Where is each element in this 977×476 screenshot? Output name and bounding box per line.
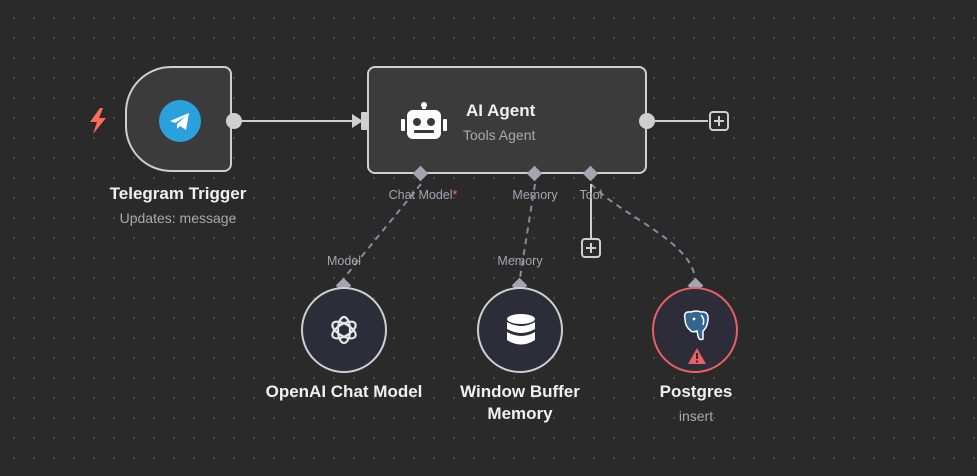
trigger-output-port[interactable] <box>226 113 242 129</box>
memory-input-port-label: Memory <box>497 254 543 268</box>
database-icon <box>507 314 535 345</box>
memory-port-label: Memory <box>512 188 558 202</box>
memory-connection[interactable] <box>519 183 536 279</box>
tool-port-label: Tool <box>579 188 603 202</box>
connection-arrowhead <box>352 114 363 128</box>
warning-icon <box>688 348 706 364</box>
add-node-button[interactable] <box>709 111 729 131</box>
trigger-node-title: Telegram Trigger <box>109 184 247 203</box>
postgres-node[interactable] <box>652 287 738 373</box>
tool-connection[interactable] <box>590 183 696 279</box>
plus-icon <box>714 116 724 126</box>
chat-model-label-text: Chat Model <box>388 188 453 202</box>
trigger-node-subtitle: Updates: message <box>119 210 237 226</box>
chat-model-port-label: Chat Model* <box>370 188 476 202</box>
ai-agent-node[interactable]: AI Agent Tools Agent <box>367 66 647 174</box>
plus-icon <box>586 243 596 253</box>
add-tool-button[interactable] <box>581 238 601 258</box>
postgres-node-title: Postgres <box>659 382 733 401</box>
memory-node-title-line2: Memory <box>487 404 553 423</box>
model-port-label: Model <box>326 254 362 268</box>
chat-model-connection[interactable] <box>343 183 422 279</box>
agent-input-port[interactable] <box>361 112 369 130</box>
agent-output-port[interactable] <box>639 113 655 129</box>
memory-node-title-line1: Window Buffer <box>460 382 580 401</box>
openai-node-title: OpenAI Chat Model <box>265 382 423 401</box>
postgres-node-subtitle: insert <box>678 408 714 424</box>
telegram-icon <box>159 100 201 142</box>
agent-node-subtitle: Tools Agent <box>463 127 536 143</box>
openai-chat-model-node[interactable] <box>301 287 387 373</box>
lightning-bolt-icon <box>90 108 106 134</box>
openai-icon <box>331 315 357 345</box>
window-buffer-memory-node[interactable] <box>477 287 563 373</box>
required-asterisk: * <box>452 188 458 202</box>
agent-node-title: AI Agent <box>466 101 536 120</box>
robot-icon <box>401 102 447 139</box>
postgres-elephant-icon <box>683 310 709 341</box>
telegram-trigger-node[interactable] <box>125 66 232 172</box>
